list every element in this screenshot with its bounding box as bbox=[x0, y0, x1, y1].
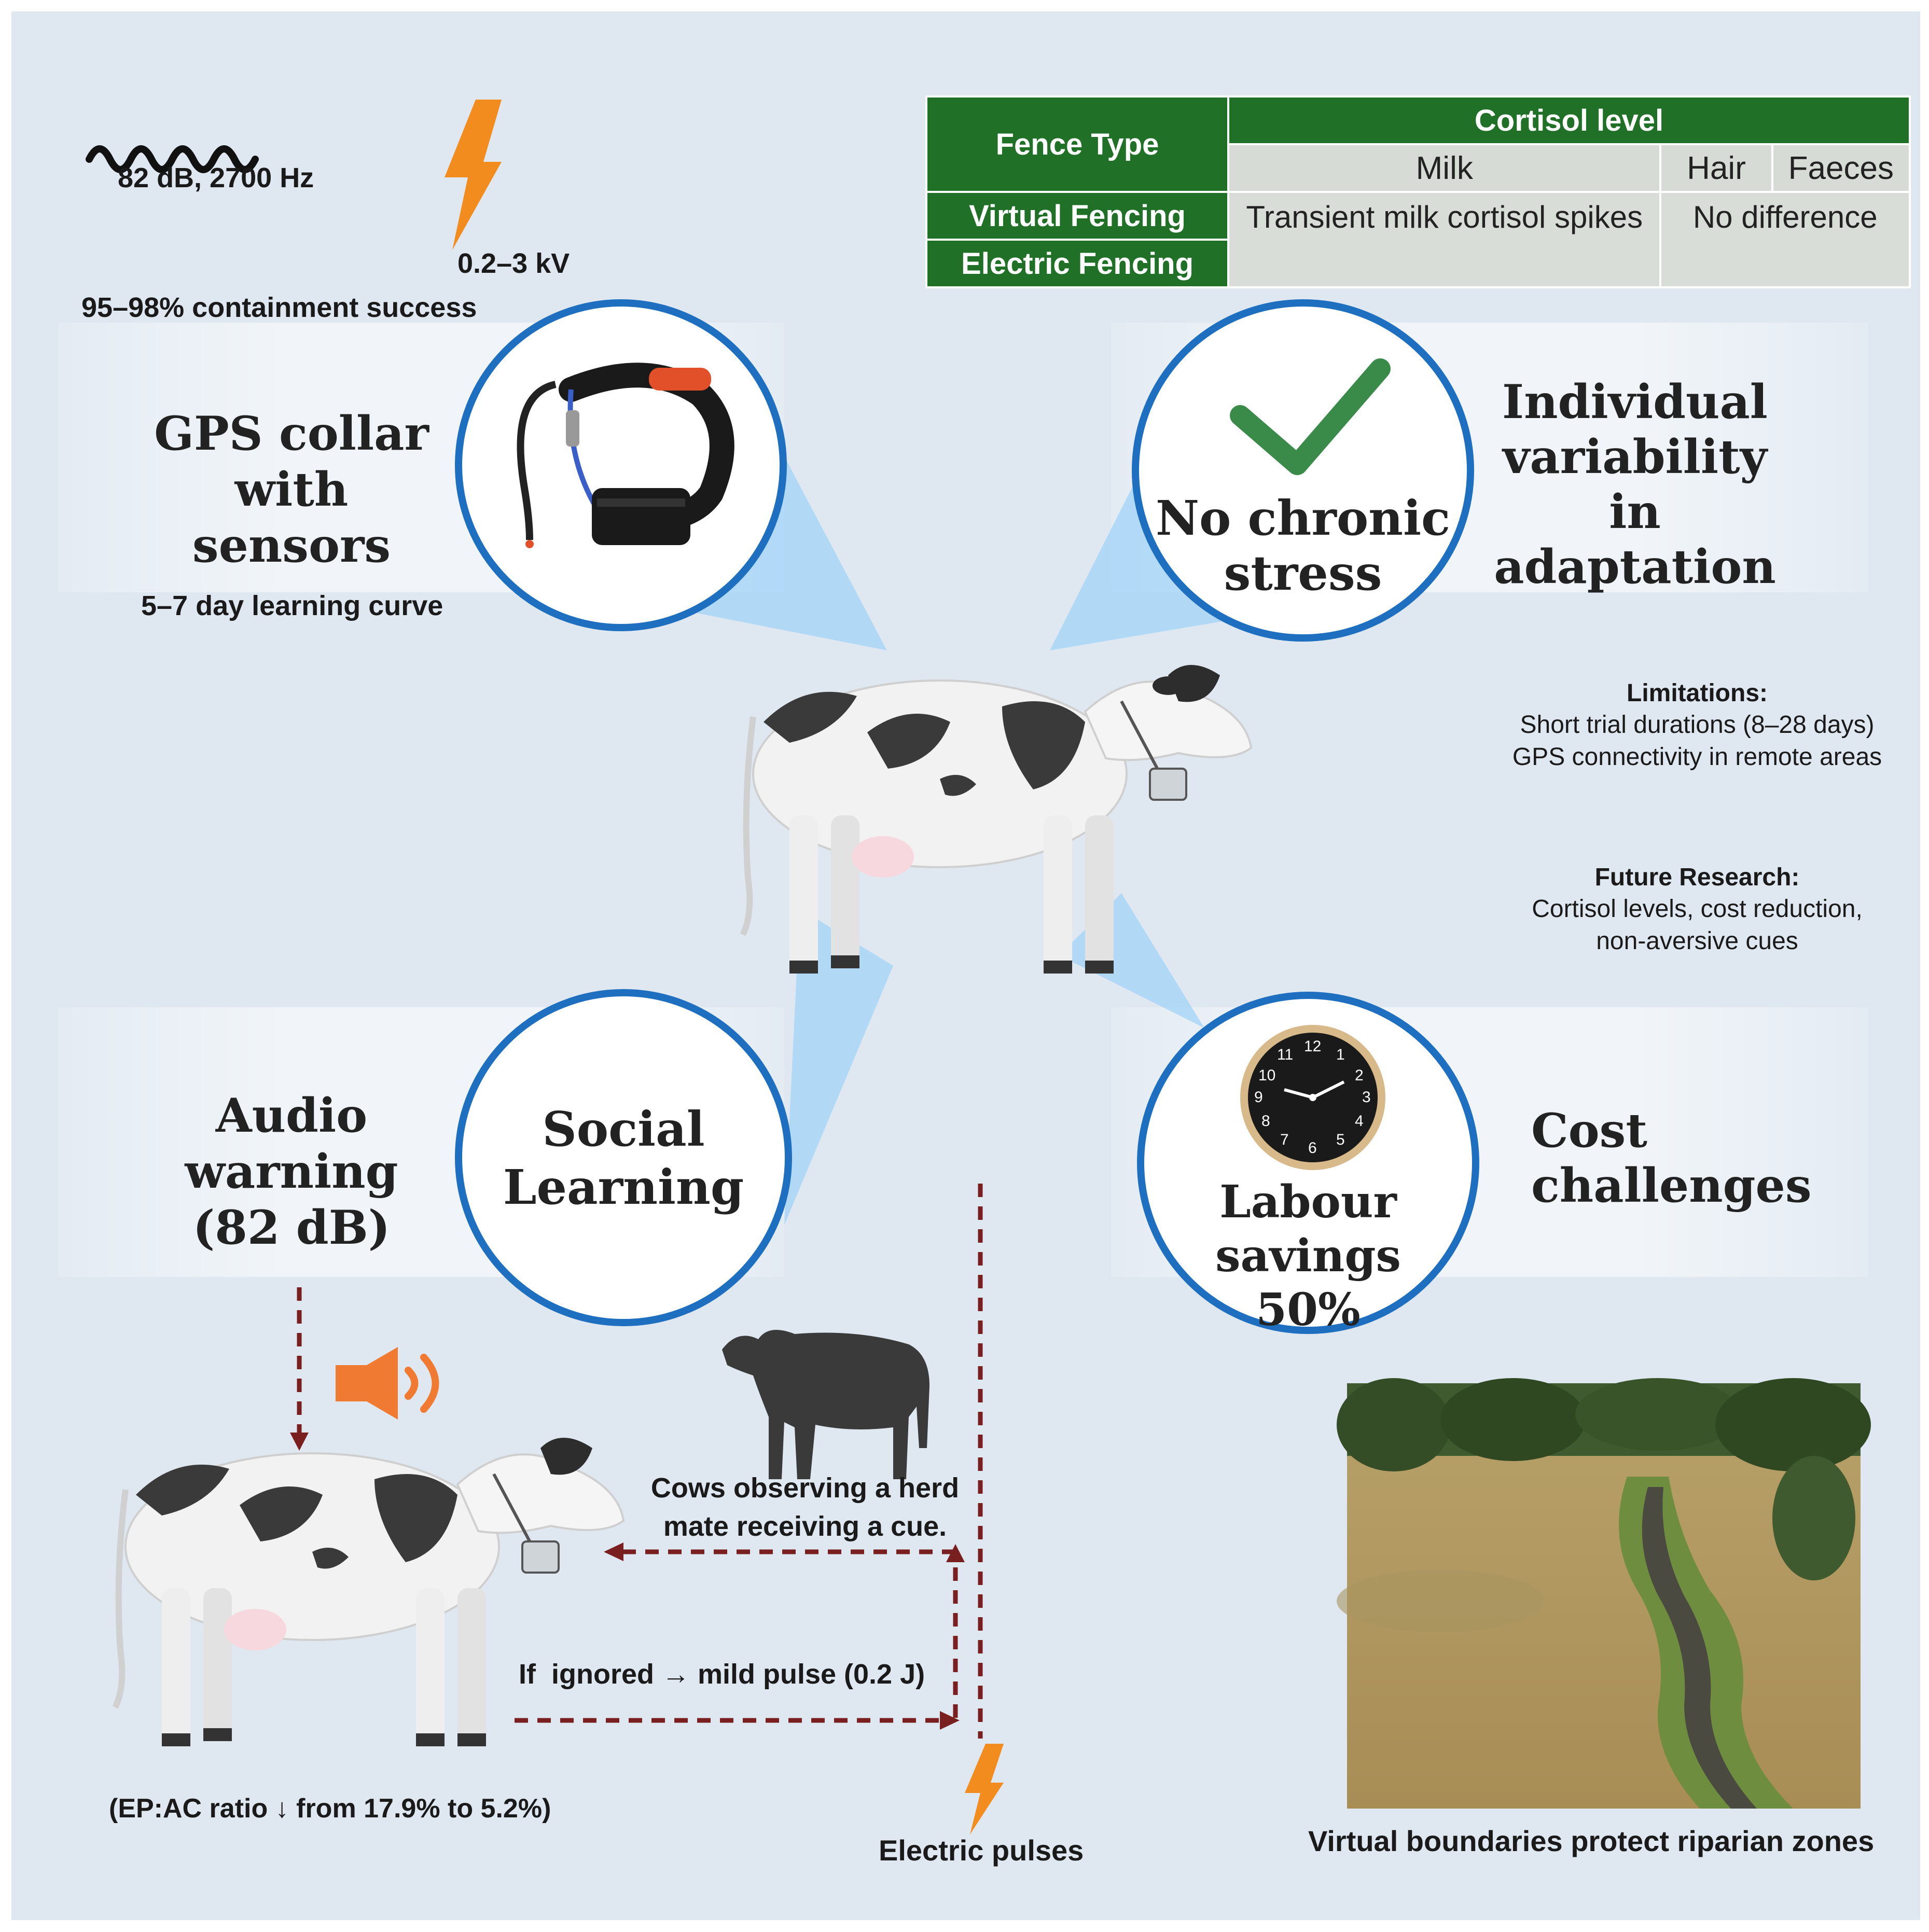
fence-type-header: Fence Type bbox=[925, 95, 1230, 193]
if-ignored-text: If ignored → mild pulse (0.2 J) bbox=[519, 1659, 925, 1690]
cue-up-arrowhead bbox=[946, 1544, 965, 1562]
labour-savings-circle: 12 1 2 3 4 5 6 7 8 9 10 11 Labour saving… bbox=[1137, 992, 1479, 1337]
clock-number-1: 1 bbox=[1336, 1046, 1345, 1063]
cortisol-table: Fence Type Cortisol level Milk Hair Faec… bbox=[925, 95, 1911, 288]
learning-curve-text: 5–7 day learning curve bbox=[141, 590, 443, 621]
gps-collar-label-line1: GPS collar with bbox=[154, 406, 429, 517]
no-chronic-stress-label: No chronic stress bbox=[1139, 491, 1467, 601]
electric-pulses-text: Electric pulses bbox=[879, 1834, 1084, 1867]
clock-number-3: 3 bbox=[1362, 1089, 1371, 1106]
labour-savings-line1: Labour savings bbox=[1215, 1176, 1401, 1282]
clock-icon bbox=[1240, 1025, 1385, 1170]
ep-ratio-text: (EP:AC ratio ↓ from 17.9% to 5.2%) bbox=[109, 1794, 551, 1824]
social-learning-line2: Learning bbox=[503, 1159, 744, 1215]
clock-number-4: 4 bbox=[1355, 1113, 1364, 1130]
social-learning-label: Social Learning bbox=[462, 1100, 785, 1216]
flow-arrows bbox=[290, 1184, 983, 1739]
future-research-title: Future Research: bbox=[1594, 864, 1800, 891]
individual-variability-line2: variability in bbox=[1503, 429, 1767, 539]
gps-collar-label-line2: sensors bbox=[192, 518, 391, 573]
future-research-block: Future Research: Cortisol levels, cost r… bbox=[1474, 862, 1920, 957]
gps-collar-label: GPS collar with sensors bbox=[105, 406, 478, 574]
labour-savings-label: Labour savings 50% bbox=[1139, 1175, 1477, 1337]
future-research-line2: non-aversive cues bbox=[1596, 927, 1798, 955]
audio-warning-label: Audio warning (82 dB) bbox=[105, 1088, 478, 1256]
clock-number-11: 11 bbox=[1277, 1046, 1294, 1063]
gps-collar-circle bbox=[455, 299, 787, 631]
hair-header: Hair bbox=[1659, 143, 1773, 193]
audio-warning-line2: (82 dB) bbox=[192, 1200, 391, 1255]
speaker-icon bbox=[336, 1347, 439, 1420]
no-chronic-stress-line1: No chronic bbox=[1155, 490, 1451, 546]
clock-number-2: 2 bbox=[1355, 1067, 1364, 1084]
clock-number-12: 12 bbox=[1304, 1038, 1322, 1055]
individual-variability-line3: adaptation bbox=[1494, 539, 1776, 594]
limitations-line2: GPS connectivity in remote areas bbox=[1512, 743, 1882, 771]
sound-wave-icon bbox=[86, 145, 259, 173]
social-learning-line1: Social bbox=[542, 1101, 705, 1157]
beam-top-left bbox=[670, 437, 887, 650]
cue-left-arrowhead bbox=[604, 1542, 623, 1561]
milk-header: Milk bbox=[1227, 143, 1662, 193]
clock-number-6: 6 bbox=[1308, 1139, 1317, 1157]
clock-face-numbers: 12 1 2 3 4 5 6 7 8 9 10 11 bbox=[1238, 1022, 1388, 1173]
clock-number-9: 9 bbox=[1254, 1089, 1263, 1106]
labour-savings-line2: 50% bbox=[1256, 1284, 1361, 1336]
voltage-text: 0.2–3 kV bbox=[457, 248, 570, 279]
cow-illustration-lower bbox=[112, 1438, 625, 1746]
beam-bottom-left bbox=[784, 909, 893, 1225]
riparian-landscape-photo bbox=[1337, 1378, 1871, 1809]
audio-warning-line1: Audio warning bbox=[185, 1088, 398, 1199]
containment-text: 95–98% containment success bbox=[81, 292, 477, 323]
infographic-canvas: 82 dB, 2700 Hz 0.2–3 kV 95–98% containme… bbox=[11, 11, 1920, 1920]
clock-number-8: 8 bbox=[1261, 1113, 1270, 1130]
individual-variability-line1: Individual bbox=[1502, 374, 1768, 429]
cow-silhouette bbox=[722, 1330, 929, 1479]
limitations-block: Limitations: Short trial durations (8–28… bbox=[1474, 678, 1920, 773]
lightning-bolt-icon bbox=[445, 100, 502, 250]
clock-number-7: 7 bbox=[1280, 1131, 1289, 1148]
observing-line2: mate receiving a cue. bbox=[663, 1511, 947, 1542]
clock-number-5: 5 bbox=[1336, 1131, 1345, 1148]
cost-challenges-label: Cost challenges bbox=[1531, 1103, 1812, 1213]
pulse-right-arrowhead bbox=[940, 1711, 960, 1730]
audio-down-arrowhead bbox=[290, 1433, 309, 1451]
future-research-line1: Cortisol levels, cost reduction, bbox=[1532, 895, 1863, 923]
lightning-bolt-icon-bottom bbox=[965, 1744, 1004, 1834]
electric-fencing-cell: Electric Fencing bbox=[925, 239, 1230, 288]
gps-collar-icon bbox=[517, 363, 734, 548]
limitations-title: Limitations: bbox=[1627, 679, 1768, 707]
virtual-fencing-cell: Virtual Fencing bbox=[925, 191, 1230, 241]
milk-result-cell: Transient milk cortisol spikes bbox=[1227, 191, 1662, 288]
individual-variability-label: Individual variability in adaptation bbox=[1479, 374, 1791, 594]
faeces-header: Faeces bbox=[1771, 143, 1911, 193]
observing-text: Cows observing a herd mate receiving a c… bbox=[629, 1469, 981, 1546]
riparian-caption: Virtual boundaries protect riparian zone… bbox=[1308, 1825, 1875, 1857]
clock-number-10: 10 bbox=[1258, 1067, 1276, 1084]
sound-spec-text: 82 dB, 2700 Hz bbox=[118, 162, 314, 193]
limitations-line1: Short trial durations (8–28 days) bbox=[1520, 711, 1875, 739]
check-icon bbox=[1230, 358, 1391, 475]
no-chronic-stress-line2: stress bbox=[1224, 545, 1382, 601]
cortisol-header: Cortisol level bbox=[1227, 95, 1911, 145]
observing-line1: Cows observing a herd bbox=[650, 1472, 960, 1504]
cow-illustration bbox=[740, 665, 1253, 974]
hair-faeces-result-cell: No difference bbox=[1659, 191, 1911, 288]
